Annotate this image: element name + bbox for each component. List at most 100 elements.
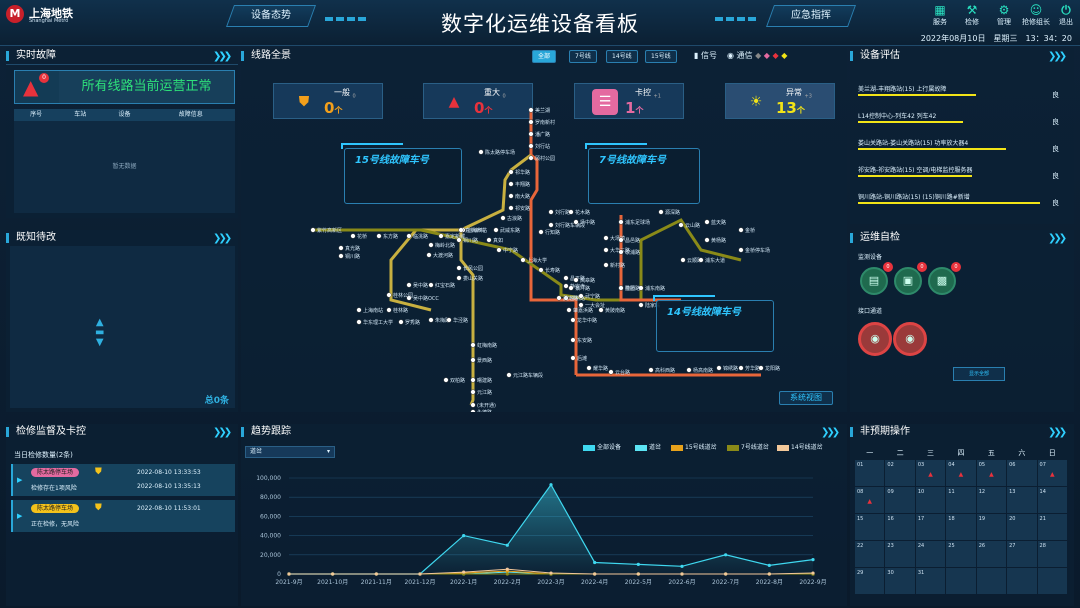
station-dot[interactable] (578, 293, 584, 299)
station-dot[interactable] (563, 275, 569, 281)
station-dot[interactable] (716, 365, 722, 371)
station-dot[interactable] (338, 245, 344, 251)
station-dot[interactable] (548, 222, 554, 228)
station-dot[interactable] (563, 295, 569, 301)
data-point[interactable] (505, 543, 509, 547)
trend-type-select[interactable]: 道岔▾ (245, 446, 335, 458)
station-dot[interactable] (556, 295, 562, 301)
line14-fault-box[interactable]: 14号线故障车号 (653, 295, 774, 352)
data-point[interactable] (505, 572, 509, 576)
station-dot[interactable] (508, 205, 514, 211)
station-dot[interactable] (456, 275, 462, 281)
station-dot[interactable] (638, 285, 644, 291)
filter-all[interactable]: 全部 (532, 50, 557, 63)
station-dot[interactable] (704, 219, 710, 225)
calendar-day[interactable]: 24 (915, 541, 946, 567)
station-dot[interactable] (738, 227, 744, 233)
station-dot[interactable] (568, 285, 574, 291)
calendar-day[interactable]: 09 (885, 487, 915, 513)
calendar-day[interactable]: 07▲ (1037, 460, 1067, 486)
data-point[interactable] (418, 572, 422, 576)
expand-chevron-icon[interactable]: ❯❯❯ (213, 51, 232, 62)
station-dot[interactable] (470, 377, 476, 383)
broadcast-icon[interactable]: ◉ (858, 322, 892, 356)
broadcast-icon[interactable]: ◉ (893, 322, 927, 356)
station-dot[interactable] (500, 215, 506, 221)
data-point[interactable] (374, 572, 378, 576)
expand-chevron-icon[interactable]: ❯❯❯ (1048, 427, 1067, 438)
station-dot[interactable] (680, 257, 686, 263)
data-point[interactable] (636, 562, 640, 566)
eval-row[interactable]: 美兰湖-丰翔路站(15) 上行属故障良 (858, 84, 1060, 110)
show-all-button[interactable]: 显示全部 (953, 367, 1005, 381)
station-dot[interactable] (406, 233, 412, 239)
calendar-day[interactable]: 05▲ (976, 460, 1007, 486)
manage-button[interactable]: ⚙管理 (990, 3, 1018, 27)
station-dot[interactable] (570, 317, 576, 323)
expand-chevron-icon[interactable]: ❯❯❯ (821, 427, 840, 438)
expand-chevron-icon[interactable]: ❯❯❯ (1048, 233, 1067, 244)
station-dot[interactable] (446, 317, 452, 323)
station-dot[interactable] (538, 267, 544, 273)
station-dot[interactable] (428, 242, 434, 248)
calendar-day[interactable]: 30 (885, 568, 915, 594)
calendar-day[interactable]: 14 (1037, 487, 1067, 513)
station-dot[interactable] (406, 282, 412, 288)
station-dot[interactable] (598, 307, 604, 313)
station-dot[interactable] (470, 342, 476, 348)
data-point[interactable] (811, 571, 815, 575)
calendar-day[interactable]: 02 (885, 460, 915, 486)
station-dot[interactable] (508, 181, 514, 187)
station-dot[interactable] (528, 107, 534, 113)
station-dot[interactable] (470, 409, 476, 412)
legend-item[interactable]: 15号线道岔 (671, 442, 717, 451)
filter-line-7[interactable]: 7号线 (569, 50, 597, 63)
calendar-day[interactable]: 06 (1007, 460, 1037, 486)
legend-item[interactable]: 14号线道岔 (777, 442, 823, 451)
line15-fault-box[interactable]: 15号线故障车号 (341, 143, 462, 204)
station-dot[interactable] (386, 307, 392, 313)
station-dot[interactable] (570, 355, 576, 361)
filter-line-15[interactable]: 15号线 (645, 50, 677, 63)
calendar-day[interactable]: 25 (946, 541, 976, 567)
maintenance-card[interactable]: ▶ 陈太路停车场 ⛊ 正在检修，无风险 2022-08-10 11:53:01 (11, 500, 235, 532)
station-dot[interactable] (356, 319, 362, 325)
station-dot[interactable] (618, 285, 624, 291)
calendar-day[interactable]: 13 (1007, 487, 1037, 513)
station-dot[interactable] (508, 193, 514, 199)
calendar-day[interactable]: 08▲ (855, 487, 885, 513)
data-point[interactable] (549, 571, 553, 575)
station-dot[interactable] (698, 257, 704, 263)
station-dot[interactable] (310, 227, 316, 233)
legend-item[interactable]: 7号线道岔 (727, 442, 769, 451)
station-dot[interactable] (376, 233, 382, 239)
metro-line[interactable] (389, 228, 461, 312)
eval-row[interactable]: 祁安路-祁安路站(15) 空调/电梯监控服务器良 (858, 165, 1060, 191)
service-button[interactable]: ▦服务 (926, 3, 954, 27)
calendar-day[interactable]: 22 (855, 541, 885, 567)
calendar-day[interactable]: 11 (946, 487, 976, 513)
kpi-abnormal[interactable]: ☀ 异常 +3 13个 (725, 83, 835, 119)
calendar-day[interactable]: 26 (976, 541, 1007, 567)
station-dot[interactable] (648, 367, 654, 373)
maintenance-button[interactable]: ⚒检修 (958, 3, 986, 27)
station-dot[interactable] (508, 169, 514, 175)
station-dot[interactable] (528, 119, 534, 125)
expand-chevron-icon[interactable]: ❯❯❯ (1048, 51, 1067, 62)
calendar-day[interactable]: 16 (885, 514, 915, 540)
calendar-day[interactable]: 12 (976, 487, 1007, 513)
calendar-day[interactable]: 10 (915, 487, 946, 513)
station-dot[interactable] (406, 295, 412, 301)
station-dot[interactable] (470, 402, 476, 408)
kpi-general[interactable]: ⛊ 一般 0 0个 (273, 83, 383, 119)
station-dot[interactable] (486, 237, 492, 243)
filter-line-14[interactable]: 14号线 (606, 50, 638, 63)
station-dot[interactable] (458, 227, 464, 233)
calendar-day[interactable]: 28 (1037, 541, 1067, 567)
station-dot[interactable] (566, 307, 572, 313)
repair-leader-button[interactable]: ☺抢修组长 (1022, 3, 1050, 26)
calendar-day[interactable]: 03▲ (915, 460, 946, 486)
station-dot[interactable] (528, 155, 534, 161)
comm-legend[interactable]: ◉ 通信 ◆ ◆ ◆ ◆ (727, 51, 788, 60)
data-point[interactable] (505, 567, 509, 571)
